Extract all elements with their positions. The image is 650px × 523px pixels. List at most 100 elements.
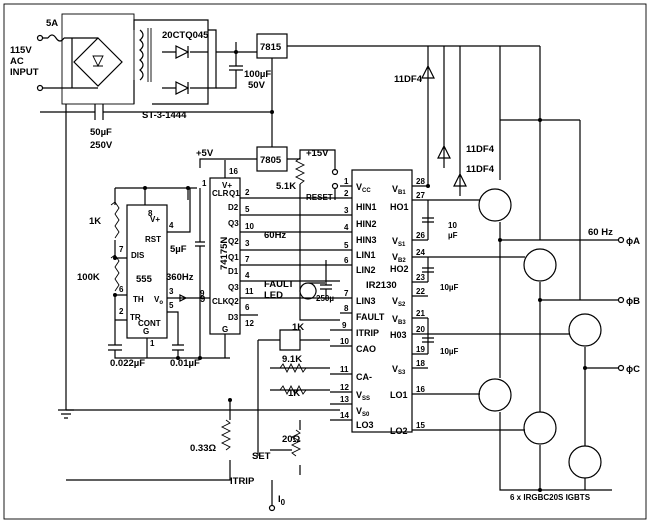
freq-60-label: 60Hz [264, 230, 286, 241]
svg-text:19: 19 [416, 345, 425, 354]
bridge-module-outline [61, 13, 135, 105]
ic74175-pin-labels: V+ CLR Q1 D2 Q3 Q2 Q1 D1 Q3 CLK Q2 D3 G … [200, 167, 254, 334]
bootstrap-diode-icon [421, 46, 435, 90]
svg-text:LO2: LO2 [390, 426, 408, 436]
svg-text:11: 11 [340, 365, 349, 374]
transformer-icon [139, 29, 144, 81]
phase-b-terminal[interactable] [617, 296, 625, 304]
freq-360-label: 360Hz [166, 272, 194, 283]
resistor-51k-icon [294, 157, 306, 185]
svg-text:11: 11 [245, 287, 254, 296]
fault-led-label-1: FAULT [264, 279, 294, 290]
igbt-icon [568, 445, 602, 479]
bootstrap-diode-icon [453, 46, 467, 196]
ic555-label: 555 [136, 274, 153, 285]
svg-text:Vo: Vo [154, 295, 163, 306]
itrip-bottom-label: ITRIP [230, 476, 255, 487]
ir2130-label: IR2130 [366, 280, 397, 291]
svg-text:13: 13 [340, 395, 349, 404]
r1k-c-label: 1K [288, 388, 300, 399]
svg-text:TH: TH [133, 295, 144, 304]
svg-text:LO1: LO1 [390, 390, 408, 400]
reset-switch-icon[interactable] [331, 168, 339, 176]
svg-text:Q1: Q1 [228, 253, 239, 262]
svg-text:7: 7 [245, 255, 250, 264]
svg-text:9: 9 [342, 321, 347, 330]
svg-text:3: 3 [169, 287, 174, 296]
r51k-label: 5.1K [276, 181, 296, 192]
igbt-icon [523, 411, 557, 445]
svg-text:9: 9 [200, 294, 205, 305]
svg-text:VB1: VB1 [392, 184, 406, 196]
io-terminal[interactable] [268, 504, 276, 512]
svg-text:24: 24 [416, 248, 425, 257]
cap-001-label: 0.01µF [170, 358, 200, 369]
svg-text:6: 6 [119, 285, 124, 294]
potentiometer-20-icon [290, 429, 302, 457]
clock-output-arrow-icon [167, 294, 190, 302]
igbt-icon [523, 248, 557, 282]
ac-input-label-3: INPUT [10, 67, 39, 78]
r100k-label: 100K [77, 272, 100, 283]
junction-dots [113, 50, 587, 492]
ic74175-label: 74175N [219, 237, 230, 270]
svg-text:G: G [222, 325, 228, 334]
svg-text:HIN1: HIN1 [356, 202, 377, 212]
svg-text:HIN2: HIN2 [356, 219, 377, 229]
igbt-icon [478, 188, 512, 222]
diode-icon [175, 45, 190, 59]
reset-label: RESET [306, 193, 333, 202]
svg-text:7: 7 [119, 245, 124, 254]
phase-a-terminal[interactable] [617, 236, 625, 244]
svg-text:16: 16 [416, 385, 425, 394]
svg-text:CA-: CA- [356, 372, 372, 382]
ac-input-label-1: 115V [10, 45, 32, 56]
svg-text:ITRIP: ITRIP [356, 328, 379, 338]
svg-text:Q3: Q3 [228, 283, 239, 292]
svg-text:26: 26 [416, 231, 425, 240]
svg-text:5: 5 [169, 301, 174, 310]
ic-74175 [190, 160, 340, 358]
svg-text:VS1: VS1 [392, 236, 406, 248]
bootstrap-diode-icon [437, 46, 451, 168]
svg-text:8: 8 [344, 304, 349, 313]
igbt-bridge [428, 46, 625, 491]
diode-top-label: 20CTQ045 [162, 30, 209, 41]
svg-text:28: 28 [416, 177, 425, 186]
svg-text:HO2: HO2 [390, 264, 409, 274]
svg-text:12: 12 [340, 383, 349, 392]
svg-text:LIN1: LIN1 [356, 250, 376, 260]
diode-icon [175, 81, 190, 95]
svg-text:27: 27 [416, 191, 425, 200]
svg-text:23: 23 [416, 273, 425, 282]
fault-led-icon [299, 188, 336, 300]
cap10-label-b: µF [448, 231, 458, 240]
r1k-a-label: 1K [89, 216, 101, 227]
svg-text:3: 3 [245, 239, 250, 248]
cap-250v-label: 250V [90, 140, 113, 151]
svg-text:HO1: HO1 [390, 202, 409, 212]
diagram-frame [3, 3, 647, 520]
svg-text:15: 15 [416, 421, 425, 430]
svg-text:10: 10 [340, 337, 349, 346]
igbt-icon [568, 313, 602, 347]
r20-label: 20Ω [282, 434, 301, 445]
svg-text:VB3: VB3 [392, 314, 406, 326]
ic-555 [108, 187, 230, 359]
cap-5u-label: 5µF [170, 244, 187, 255]
out-60hz-label: 60 Hz [588, 227, 613, 238]
resistor-1k-icon [110, 201, 120, 239]
svg-text:H03: H03 [390, 330, 407, 340]
svg-text:7: 7 [344, 289, 349, 298]
phase-c-terminal[interactable] [617, 364, 625, 372]
svg-text:VS0: VS0 [356, 406, 370, 418]
svg-text:V+: V+ [150, 215, 160, 224]
svg-text:DIS: DIS [131, 251, 145, 260]
fault-led-label-2: LED [264, 290, 283, 301]
svg-text:20: 20 [416, 325, 425, 334]
svg-text:VS3: VS3 [392, 364, 406, 376]
svg-text:FAULT: FAULT [356, 312, 385, 322]
bridge-rectifier-icon [73, 37, 123, 87]
phase-c-label: ϕC [626, 364, 640, 375]
